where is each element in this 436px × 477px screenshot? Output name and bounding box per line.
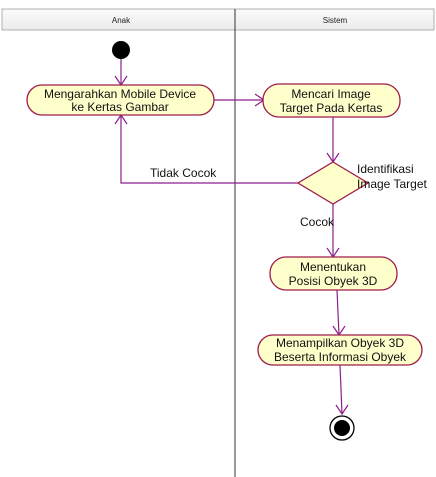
arrowhead <box>335 404 349 416</box>
action-label-line: Posisi Obyek 3D <box>289 274 378 288</box>
guard-label-tidak-cocok: Tidak Cocok <box>150 166 217 180</box>
action-label-line: ke Kertas Gambar <box>71 100 168 114</box>
action-label-line: Mencari Image <box>291 87 371 101</box>
action-shape <box>269 256 398 291</box>
action-mengarahkan: Mengarahkan Mobile Device ke Kertas Gamb… <box>26 84 215 116</box>
decision-label-line: Image Target <box>357 177 427 191</box>
edge-tidak-cocok <box>120 115 298 184</box>
decision-shape <box>296 161 370 205</box>
action-mencari: Mencari Image Target Pada Kertas <box>262 83 401 118</box>
lane-header-anak: Anak <box>112 16 131 25</box>
swimlane-header: Anak Sistem <box>1 8 435 31</box>
action-menentukan: Menentukan Posisi Obyek 3D <box>269 256 398 291</box>
action-shape <box>262 83 401 118</box>
action-label-line: Menentukan <box>300 260 366 274</box>
edge-menampilkan-end <box>339 364 343 415</box>
action-menampilkan: Menampilkan Obyek 3D Beserta Informasi O… <box>257 334 423 366</box>
final-node-dot <box>334 420 350 436</box>
action-label-line: Menampilkan Obyek 3D <box>276 336 404 350</box>
edge-menentukan-menampilkan <box>336 289 340 336</box>
decision-label-line: Identifikasi <box>357 162 414 176</box>
lane-header-sistem: Sistem <box>323 16 348 25</box>
action-shape <box>257 334 423 366</box>
guard-label-cocok: Cocok <box>300 215 335 229</box>
final-node <box>329 415 355 441</box>
action-label-line: Beserta Informasi Obyek <box>274 350 407 364</box>
decision-identifikasi: Identifikasi Image Target <box>296 161 427 205</box>
action-shape <box>26 84 215 116</box>
initial-node <box>112 41 130 59</box>
action-label-line: Target Pada Kertas <box>280 101 383 115</box>
action-label-line: Mengarahkan Mobile Device <box>44 87 196 101</box>
